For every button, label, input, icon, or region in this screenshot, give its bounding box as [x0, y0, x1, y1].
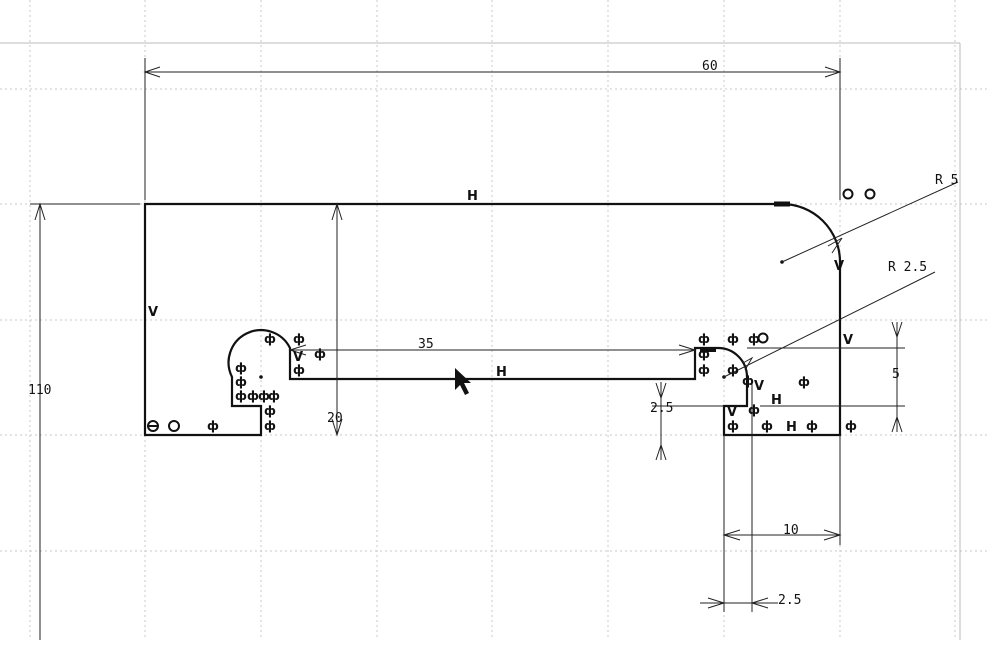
coincident-constraint[interactable]: ф: [247, 389, 259, 403]
coincident-constraint[interactable]: ф: [314, 347, 326, 361]
coincident-constraint[interactable]: ф: [742, 374, 754, 388]
coincident-constraint[interactable]: ф: [748, 332, 760, 346]
tangent-symbol-icon[interactable]: [864, 188, 876, 200]
coincident-constraint[interactable]: ф: [806, 419, 818, 433]
tangent-symbol-icon[interactable]: [757, 332, 769, 344]
dimension-60[interactable]: 60: [143, 58, 842, 200]
coincident-constraint[interactable]: ф: [748, 403, 760, 417]
coincident-constraint[interactable]: ф: [727, 332, 739, 346]
sketch-profile[interactable]: [143, 202, 842, 437]
coincident-constraint[interactable]: ф: [264, 332, 276, 346]
dimension-35[interactable]: 35: [288, 337, 697, 356]
dimension-5-label: 5: [892, 367, 900, 382]
vertical-constraint[interactable]: V: [293, 350, 303, 365]
coincident-constraint[interactable]: ф: [235, 389, 247, 403]
dimension-10-label: 10: [783, 523, 799, 538]
dimension-5[interactable]: 5: [747, 321, 905, 433]
horizontal-constraint[interactable]: H: [771, 393, 782, 408]
dimension-60-label: 60: [702, 59, 718, 74]
horizontal-constraint[interactable]: H: [467, 189, 478, 204]
arc-center-point[interactable]: [259, 375, 263, 379]
vertical-constraint[interactable]: V: [148, 305, 158, 320]
coincident-constraint[interactable]: ф: [235, 375, 247, 389]
horizontal-constraint[interactable]: H: [786, 420, 797, 435]
dimension-2-5-offset-label: 2.5: [778, 593, 801, 608]
radius-5-label: R 5: [935, 173, 958, 188]
coincident-constraint[interactable]: ф: [727, 363, 739, 377]
coincident-constraint[interactable]: ф: [698, 363, 710, 377]
dimension-110-label: 110: [28, 383, 51, 398]
coincident-constraint[interactable]: ф: [268, 389, 280, 403]
constraint-symbols: H H H H V V V V V V ф ф ф ф ф ф ф ф ф ф …: [147, 188, 876, 435]
coincident-constraint[interactable]: ф: [207, 419, 219, 433]
tangent-symbol-icon[interactable]: [842, 188, 854, 200]
dimension-20[interactable]: 20: [327, 202, 343, 437]
dimension-10[interactable]: 10: [722, 435, 842, 612]
coincident-constraint[interactable]: ф: [293, 363, 305, 377]
coincident-constraint[interactable]: ф: [727, 419, 739, 433]
coincident-constraint[interactable]: ф: [845, 419, 857, 433]
coincident-constraint[interactable]: ф: [698, 347, 710, 361]
tangent-symbol-icon[interactable]: [168, 420, 180, 432]
coincident-constraint[interactable]: ф: [264, 419, 276, 433]
coincident-constraint[interactable]: ф: [258, 389, 270, 403]
dimension-110[interactable]: 110: [28, 202, 140, 640]
arrow-pointer-icon: [455, 368, 471, 395]
dimension-35-label: 35: [418, 337, 434, 352]
coincident-constraint[interactable]: ф: [698, 332, 710, 346]
vertical-constraint[interactable]: V: [727, 405, 737, 420]
fix-symbol-icon[interactable]: [147, 420, 159, 432]
vertical-constraint[interactable]: V: [834, 259, 844, 274]
coincident-constraint[interactable]: ф: [264, 404, 276, 418]
radius-2-5-label: R 2.5: [888, 260, 927, 275]
vertical-constraint[interactable]: V: [843, 333, 853, 348]
radius-5-dimension[interactable]: R 5: [781, 173, 958, 263]
vertical-constraint[interactable]: V: [754, 379, 764, 394]
horizontal-constraint[interactable]: H: [496, 365, 507, 380]
coincident-constraint[interactable]: ф: [235, 361, 247, 375]
radius-2-5-dimension[interactable]: R 2.5: [723, 260, 936, 378]
coincident-constraint[interactable]: ф: [798, 375, 810, 389]
dimension-2-5-gap[interactable]: 2.5: [650, 382, 724, 461]
dimension-2-5-offset[interactable]: 2.5: [700, 380, 801, 612]
dimension-2-5-gap-label: 2.5: [650, 401, 673, 416]
coincident-constraint[interactable]: ф: [293, 332, 305, 346]
dimension-20-label: 20: [327, 411, 343, 426]
coincident-constraint[interactable]: ф: [761, 419, 773, 433]
